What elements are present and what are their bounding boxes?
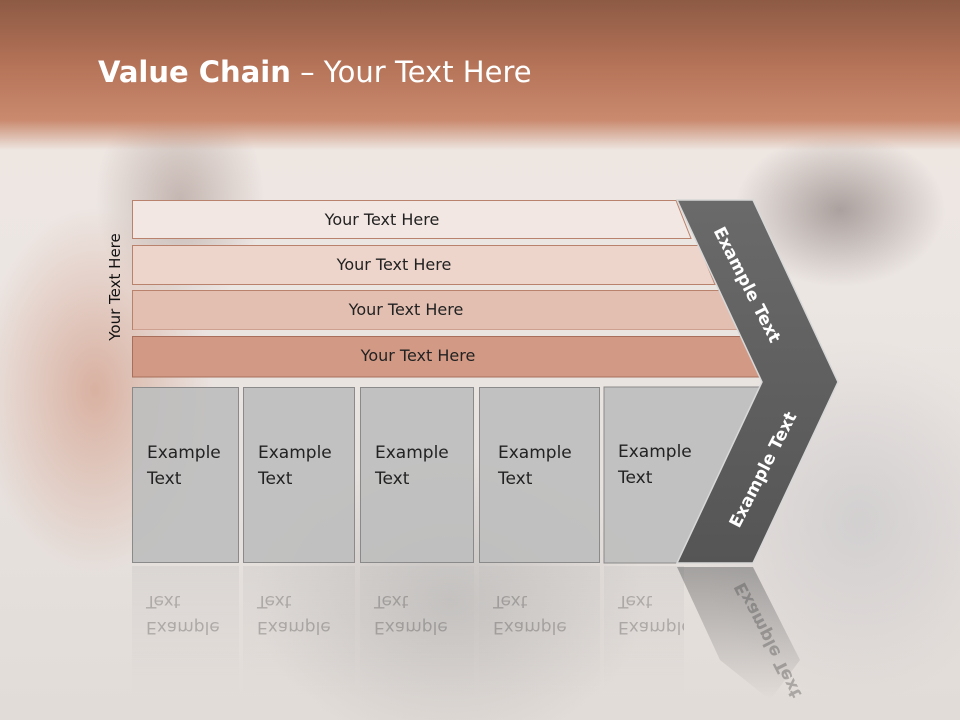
slide-title: Value Chain – Your Text Here [98,55,532,89]
row-1-label: Your Text Here [324,209,440,229]
value-row-3: Your Text Here [132,290,740,330]
row-2-label: Your Text Here [336,254,452,274]
title-bold: Value Chain [98,55,291,89]
column-5: Example Text [618,439,692,491]
row-3-shape [132,290,740,330]
value-row-4: Your Text Here [132,336,764,378]
column-2: Example Text [243,387,355,563]
row-3-label: Your Text Here [348,299,464,319]
column-3: Example Text [360,387,474,563]
column-5-line1: Example [618,442,692,462]
row-1-shape [132,200,692,239]
column-4: Example Text [479,387,600,563]
column-3-line1: Example [375,443,449,463]
column-1-line2: Text [147,469,182,489]
column-3-line2: Text [375,469,410,489]
column-2-line1: Example [258,443,332,463]
value-row-1: Your Text Here [132,200,692,239]
column-1-line1: Example [147,443,221,463]
value-row-2: Your Text Here [132,245,716,285]
column-2-line2: Text [258,469,293,489]
header-band [0,0,960,150]
row-2-shape [132,245,716,285]
column-4-line2: Text [498,469,533,489]
title-rest: – Your Text Here [290,55,532,89]
column-5-line2: Text [618,468,653,488]
row-4-label: Your Text Here [360,345,476,365]
column-1: Example Text [132,387,239,563]
column-4-line1: Example [498,443,572,463]
